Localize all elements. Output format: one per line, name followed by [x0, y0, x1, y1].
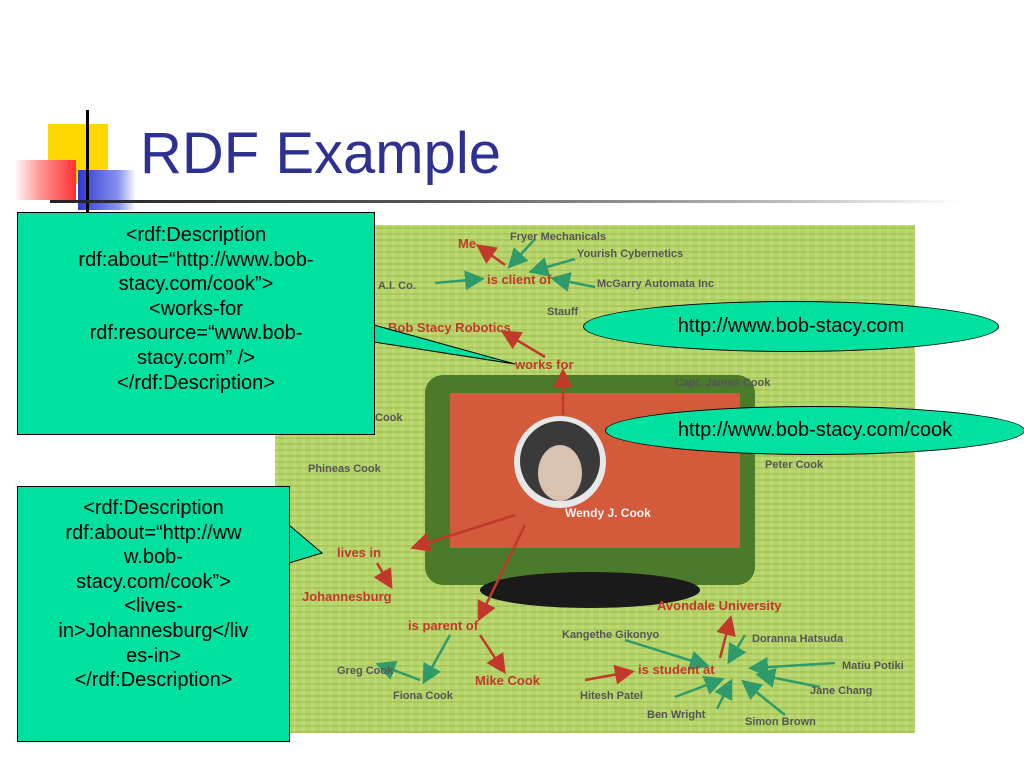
label-is-client-of: is client of	[487, 272, 552, 287]
label-lives-in: lives in	[337, 545, 381, 560]
label-fryer: Fryer Mechanicals	[510, 231, 606, 243]
label-matiu: Matiu Potiki	[842, 660, 904, 672]
label-kangethe: Kangethe Gikonyo	[562, 629, 659, 641]
label-greg: Greg Cook	[337, 665, 394, 677]
label-bob-stacy-robotics: Bob Stacy Robotics	[388, 320, 511, 335]
uri-ellipse-company: http://www.bob-stacy.com	[583, 301, 999, 352]
rdf-callout-lives-in: <rdf:Description rdf:about=“http://ww w.…	[17, 486, 290, 742]
label-ben: Ben Wright	[647, 709, 706, 721]
callout-line: stacy.com/cook”>	[118, 273, 274, 296]
uri-ellipse-person: http://www.bob-stacy.com/cook	[605, 406, 1024, 455]
label-hitesh: Hitesh Patel	[580, 690, 643, 702]
callout-line: stacy.com” />	[137, 346, 255, 369]
decor-red-square	[14, 160, 76, 200]
label-doranna: Doranna Hatsuda	[752, 633, 844, 645]
label-yourish: Yourish Cybernetics	[577, 248, 683, 260]
label-peter: Peter Cook	[765, 459, 824, 471]
label-johannesburg: Johannesburg	[302, 589, 392, 604]
callout-line: rdf:about=“http://ww	[65, 521, 242, 544]
label-jane: Jane Chang	[810, 685, 872, 697]
callout-line: <works-for	[149, 297, 243, 320]
callout-line: es-in>	[125, 644, 182, 667]
label-me: Me	[458, 236, 476, 251]
label-mcgarry: McGarry Automata Inc	[597, 278, 714, 290]
label-cook: Cook	[375, 412, 403, 424]
label-mike: Mike Cook	[475, 673, 541, 688]
label-aico: A.I. Co.	[378, 280, 416, 292]
title-underline	[50, 200, 960, 203]
callout-line: stacy.com/cook”>	[76, 570, 231, 593]
portrait-face	[538, 445, 582, 501]
decor-vertical-line	[86, 110, 89, 220]
label-works-for: works for	[514, 357, 574, 372]
rdf-callout-works-for: <rdf:Description rdf:about=“http://www.b…	[17, 212, 375, 435]
callout-line: in>Johannesburg</liv	[58, 619, 249, 642]
callout-line: <lives-	[124, 595, 183, 618]
callout-line: <rdf:Description	[83, 497, 224, 519]
callout-line: <rdf:Description	[125, 224, 267, 246]
slide-title: RDF Example	[140, 121, 501, 186]
label-avondale: Avondale University	[657, 598, 782, 613]
callout-line: rdf:resource=“www.bob-	[89, 322, 303, 345]
callout-line: </rdf:Description>	[117, 371, 275, 394]
label-fiona: Fiona Cook	[393, 690, 454, 702]
monitor-base	[480, 572, 700, 608]
label-phineas: Phineas Cook	[308, 463, 382, 475]
label-is-parent-of: is parent of	[408, 618, 479, 633]
label-simon: Simon Brown	[745, 716, 816, 728]
label-stauff: Stauff	[547, 306, 579, 318]
label-is-student-at: is student at	[638, 662, 715, 677]
callout-line: rdf:about=“http://www.bob-	[78, 248, 314, 271]
label-capt-cook: Capt. James Cook	[675, 377, 771, 389]
callout-line: </rdf:Description>	[74, 669, 233, 692]
label-wendy: Wendy J. Cook	[565, 506, 651, 520]
callout-line: w.bob-	[124, 546, 183, 569]
